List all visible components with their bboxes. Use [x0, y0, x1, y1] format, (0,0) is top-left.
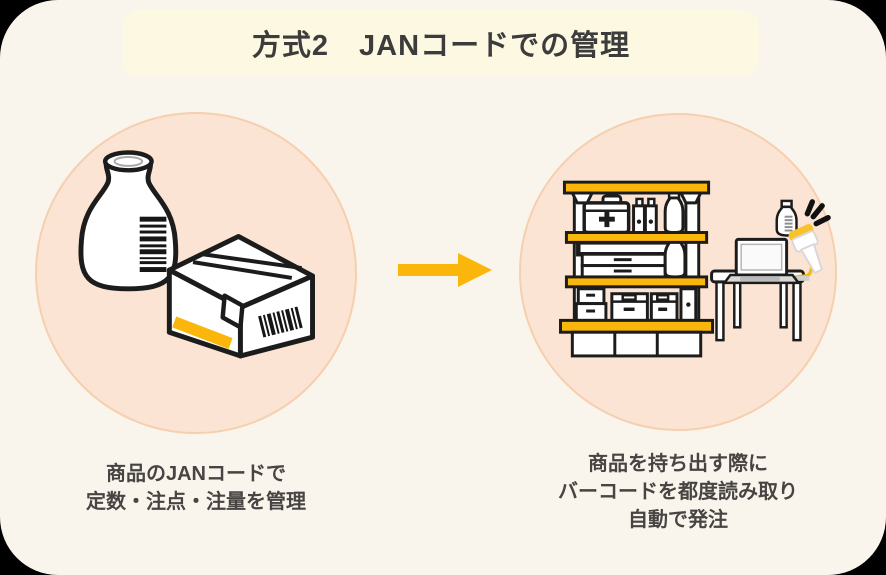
barcode-box-icon: [166, 233, 316, 359]
title-banner: 方式2 JANコードでの管理: [123, 10, 759, 76]
products-circle: [35, 112, 357, 434]
caption-line: 定数・注点・注量を管理: [86, 491, 306, 513]
storage-circle: [519, 113, 837, 431]
barcode-scanner-icon: [788, 224, 823, 274]
barcode-bottle-icon: [78, 150, 179, 292]
storage-shelf-icon: [559, 180, 715, 358]
products-illustration: [78, 150, 316, 359]
page-title: 方式2 JANコードでの管理: [251, 30, 631, 62]
storage-illustration: [559, 180, 831, 358]
laptop-icon: [721, 237, 810, 285]
arrow-right-icon: [398, 251, 494, 289]
right-caption: 商品を持ち出す際に バーコードを都度読み取り 自動で発注: [509, 450, 847, 534]
caption-line: 自動で発注: [628, 509, 728, 531]
alert-sparks-icon: [804, 199, 831, 227]
caption-line: 商品のJANコードで: [105, 463, 286, 485]
caption-line: バーコードを都度読み取り: [558, 481, 798, 503]
caption-line: 商品を持ち出す際に: [588, 453, 768, 475]
scanned-bottle-icon: [775, 199, 798, 237]
left-caption: 商品のJANコードで 定数・注点・注量を管理: [25, 460, 367, 516]
